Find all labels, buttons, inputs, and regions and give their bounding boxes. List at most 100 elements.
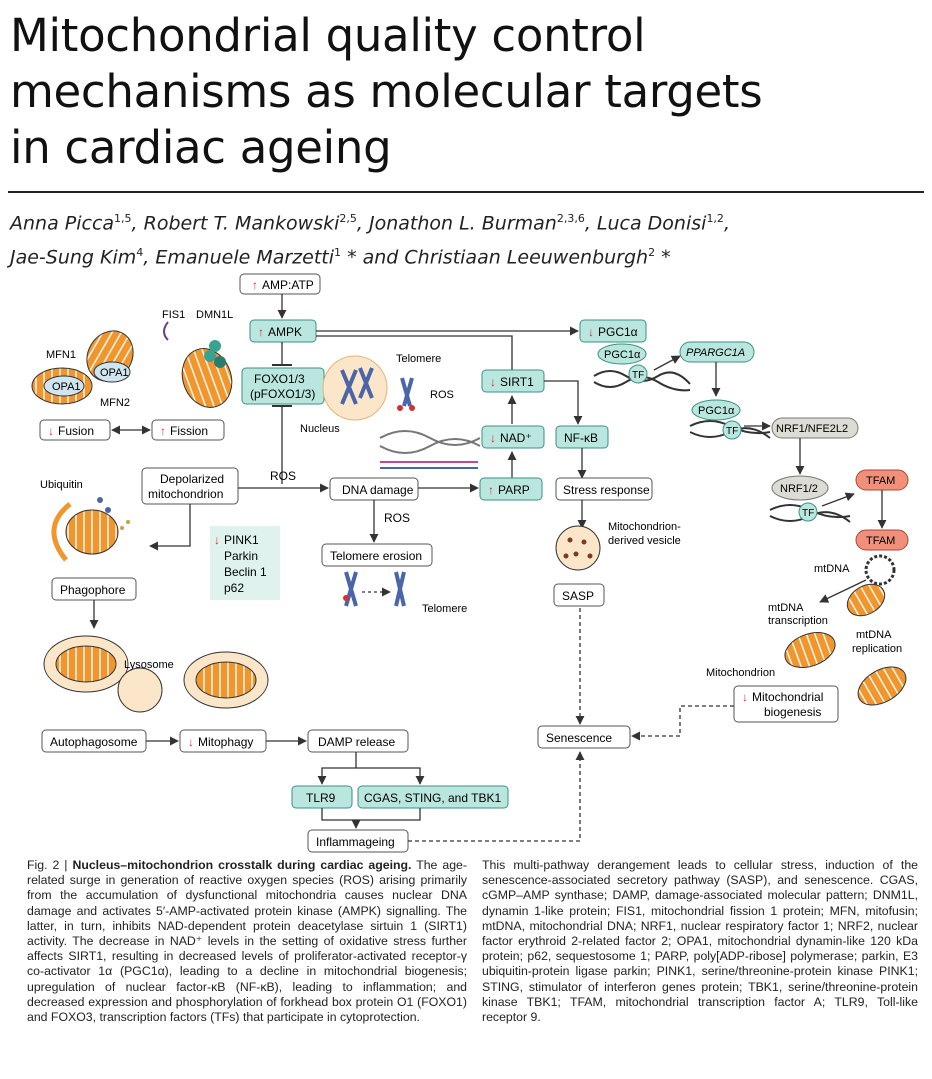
depolarized-line-2: mitochondrion xyxy=(148,487,223,501)
down-arrow-icon: ↓ xyxy=(742,690,748,704)
fission-mitochondrion-icon xyxy=(163,321,233,408)
mtdna-label: mtDNA xyxy=(814,563,850,575)
tfam-top-node: TFAM xyxy=(855,469,909,491)
parp-label: PARP xyxy=(498,483,530,497)
fis1-label: FIS1 xyxy=(162,309,185,321)
tf-node-3: TF xyxy=(798,502,818,522)
author-affiliation: 1,5 xyxy=(114,212,132,225)
dna-strand-icon xyxy=(379,377,481,469)
fission-box: ↑ Fission xyxy=(151,419,225,441)
up-arrow-icon: ↑ xyxy=(160,424,166,438)
fusion-box: ↓ Fusion xyxy=(39,419,111,441)
author-affiliation: 2,5 xyxy=(339,212,357,225)
stress-response-label: Stress response xyxy=(563,483,650,497)
mdv-line-2: derived vesicle xyxy=(608,535,681,547)
dmn1l-label: DMN1L xyxy=(196,309,233,321)
opa1-label-left: OPA1 xyxy=(52,381,81,393)
nad-box: ↓ NAD⁺ xyxy=(481,425,545,449)
author-name[interactable]: Jonathon L. Burman xyxy=(368,212,557,235)
title-line-1: Mitochondrial quality control xyxy=(10,9,646,62)
replication-mitochondrion-icon xyxy=(846,583,886,617)
cgas-box: CGAS, STING, and TBK1 xyxy=(357,785,509,809)
fission-label: Fission xyxy=(170,424,208,438)
foxo-line-1: FOXO1/3 xyxy=(254,372,305,386)
nucleus-label: Nucleus xyxy=(300,423,340,435)
ppargc1a-label: PPARGC1A xyxy=(686,347,745,359)
author-name[interactable]: Luca Donisi xyxy=(596,212,707,235)
amp-atp-label: AMP:ATP xyxy=(262,278,314,292)
amp-atp-box: ↑ AMP:ATP xyxy=(239,273,321,295)
author-name[interactable]: Emanuele Marzetti xyxy=(155,246,335,269)
transcription-mitochondrion-icon xyxy=(784,632,836,668)
pgc1a-node-2: PGC1α xyxy=(691,399,741,421)
mito-biogenesis-line-2: biogenesis xyxy=(764,705,821,719)
title-line-2: mechanisms as molecular targets xyxy=(10,65,763,118)
tlr9-label: TLR9 xyxy=(306,791,336,805)
senescence-label: Senescence xyxy=(546,731,612,745)
mito-biogenesis-line-1: Mitochondrial xyxy=(752,690,823,704)
sasp-box: SASP xyxy=(553,583,605,607)
foxo-line-2: (pFOXO1/3) xyxy=(250,387,315,401)
ampk-box: ↑ AMPK xyxy=(249,319,317,343)
mtdna-transcription-line-1: mtDNA xyxy=(768,602,804,614)
autophagosome-label: Autophagosome xyxy=(50,735,138,749)
author-affiliation: 1 xyxy=(334,246,342,260)
author-name[interactable]: Jae-Sung Kim xyxy=(10,246,137,269)
depolarized-mitochondrion-box: Depolarized mitochondrion xyxy=(141,467,239,505)
fusion-label: Fusion xyxy=(58,424,94,438)
mtdna-replication-line-1: mtDNA xyxy=(856,629,892,641)
pink-item: p62 xyxy=(224,581,244,595)
pink-item: Parkin xyxy=(224,549,258,563)
mitophagy-box: ↓ Mitophagy xyxy=(179,729,267,753)
mfn2-label: MFN2 xyxy=(100,397,130,409)
replication-mitochondrion-2-icon xyxy=(857,666,907,706)
mdv-icon xyxy=(555,525,601,571)
nrf12-label: NRF1/2 xyxy=(780,483,818,495)
nad-label: NAD⁺ xyxy=(500,431,532,445)
down-arrow-icon: ↓ xyxy=(214,533,220,547)
article-title: Mitochondrial quality control mechanisms… xyxy=(10,8,910,176)
down-arrow-icon: ↓ xyxy=(490,431,496,445)
pgc1a-top-box: ↓ PGC1α xyxy=(579,319,647,343)
nfkb-label: NF-κB xyxy=(564,431,598,445)
autophagosome-box: Autophagosome xyxy=(41,729,147,753)
pgc1a-label-1: PGC1α xyxy=(604,349,641,361)
figure-caption-left: Fig. 2 | Nucleus–mitochondrion crosstalk… xyxy=(27,858,467,1025)
damp-release-box: DAMP release xyxy=(307,729,409,753)
down-arrow-icon: ↓ xyxy=(588,325,594,339)
ros-label-dna: ROS xyxy=(384,511,410,525)
foxo-box: FOXO1/3 (pFOXO1/3) xyxy=(241,367,325,405)
down-arrow-icon: ↓ xyxy=(48,424,54,438)
sasp-label: SASP xyxy=(562,589,594,603)
mfn1-label: MFN1 xyxy=(46,349,76,361)
up-arrow-icon: ↑ xyxy=(252,278,258,292)
nfkb-box: NF-κB xyxy=(555,425,609,449)
author-name[interactable]: Anna Picca xyxy=(10,212,115,235)
sirt1-label: SIRT1 xyxy=(500,375,534,389)
down-arrow-icon: ↓ xyxy=(188,735,194,749)
pgc1a-node-1: PGC1α xyxy=(597,343,647,365)
autophagosome-icon xyxy=(43,635,163,713)
ppargc1a-box: PPARGC1A xyxy=(679,341,755,363)
telomere-label-top: Telomere xyxy=(396,353,441,365)
lysosome-label: Lysosome xyxy=(124,659,174,671)
mitophagy-label: Mitophagy xyxy=(198,735,253,749)
figure-caption-right: This multi-pathway derangement leads to … xyxy=(482,858,918,1025)
cgas-label: CGAS, STING, and TBK1 xyxy=(364,791,501,805)
chromosome-icon xyxy=(343,571,406,607)
inflammageing-label: Inflammageing xyxy=(316,835,395,849)
ros-label-foxo: ROS xyxy=(270,469,296,483)
damp-release-label: DAMP release xyxy=(318,735,395,749)
inflammageing-box: Inflammageing xyxy=(307,829,409,853)
telomere-erosion-label: Telomere erosion xyxy=(330,549,422,563)
sirt1-box: ↓ SIRT1 xyxy=(481,369,545,393)
author-name[interactable]: Christiaan Leeuwenburgh xyxy=(404,246,649,269)
author-name[interactable]: Robert T. Mankowski xyxy=(143,212,340,235)
caption-body-left: The age-related surge in generation of r… xyxy=(27,858,467,1025)
caption-lead: Fig. 2 | xyxy=(27,858,73,872)
author-affiliation: 1,2 xyxy=(706,212,724,225)
caption-body-right: This multi-pathway derangement leads to … xyxy=(482,858,918,1025)
dna-damage-box: DNA damage xyxy=(329,477,419,501)
phagophore-label: Phagophore xyxy=(60,583,126,597)
down-arrow-icon: ↓ xyxy=(490,375,496,389)
